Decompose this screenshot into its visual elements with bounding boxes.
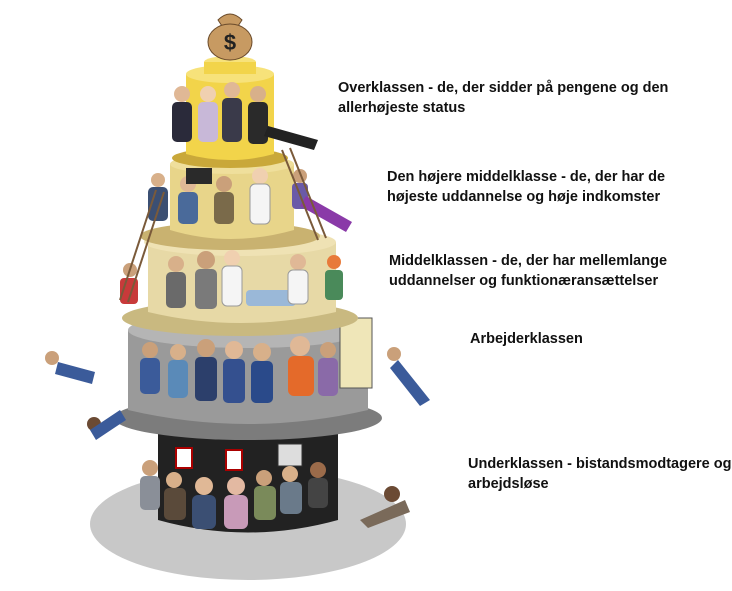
label-under-class: Underklassen - bistandsmodtagere og arbe…: [468, 456, 732, 492]
label-working-class: Arbejderklassen: [470, 331, 583, 347]
upper-class-people: [172, 82, 318, 150]
working-class-people: [45, 336, 430, 440]
ladders: [119, 147, 327, 303]
label-middle-class: Middelklassen - de, der har mellemlange …: [389, 253, 668, 289]
no-sign-right: [225, 449, 243, 471]
label-upper-middle-class: Den højere middelklasse - de, der har de…: [387, 169, 666, 205]
middle-class-people: [120, 250, 343, 309]
money-bag: $: [207, 13, 253, 61]
notice-sign: [277, 443, 303, 467]
ticket-booth: [339, 317, 373, 389]
no-sign-left: [175, 447, 193, 469]
dollar-symbol: $: [224, 30, 236, 55]
underclass-people: [140, 460, 410, 529]
label-upper-class: Overklassen - de, der sidder på pengene …: [338, 80, 669, 116]
working-tier: [128, 330, 368, 424]
